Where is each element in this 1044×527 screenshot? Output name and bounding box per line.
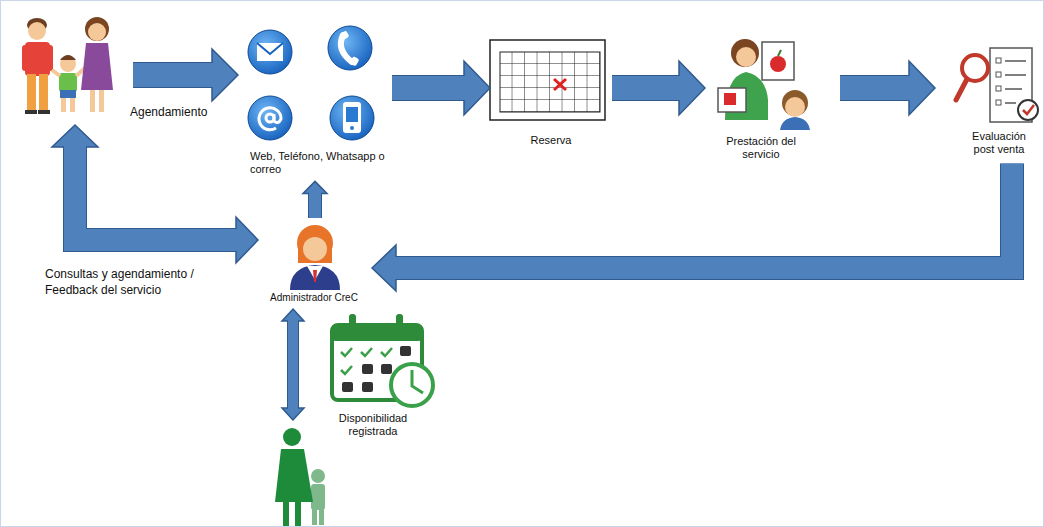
edge-label: Agendamiento: [130, 104, 240, 120]
availability-calendar: [332, 314, 433, 406]
node-label: Disponibilidad registrada: [328, 412, 418, 438]
flow-arrow: [133, 49, 238, 101]
node-label: Administrador CreC: [258, 292, 370, 304]
step-node: Reserva: [490, 38, 612, 150]
channel-node: Web, Teléfono, Whatsapp o correo: [238, 22, 392, 179]
flow-arrow: [282, 309, 304, 420]
flow-arrow: [392, 61, 490, 115]
flow-arrow: [303, 181, 327, 218]
node-label: Prestación del servicio: [720, 135, 802, 161]
flow-arrow: [840, 61, 935, 115]
admin-icon: [290, 225, 340, 290]
channel-icons: [248, 26, 374, 140]
flow-arrow: [372, 163, 1012, 291]
step-node: Prestación del servicio: [705, 35, 840, 164]
calendar-grid: [490, 40, 605, 120]
flow-arrow: [612, 61, 705, 115]
teacher-silhouette: [275, 428, 325, 526]
availability-node: Disponibilidad registrada: [268, 420, 330, 527]
node-label: Evaluación post venta: [963, 130, 1035, 156]
family-icon: [22, 17, 113, 114]
teacher-icon: [718, 39, 810, 130]
step-node: Evaluación post venta: [935, 40, 1040, 159]
node-label: Reserva: [490, 134, 612, 147]
flow-arrow: [52, 125, 258, 263]
evaluation-icon: [956, 48, 1038, 122]
admin-node: Administrador CreC: [258, 218, 370, 307]
actor-node: [15, 12, 133, 123]
node-label: Web, Teléfono, Whatsapp o correo: [250, 150, 390, 176]
edge-label: Consultas y agendamiento / Feedback del …: [45, 266, 225, 298]
